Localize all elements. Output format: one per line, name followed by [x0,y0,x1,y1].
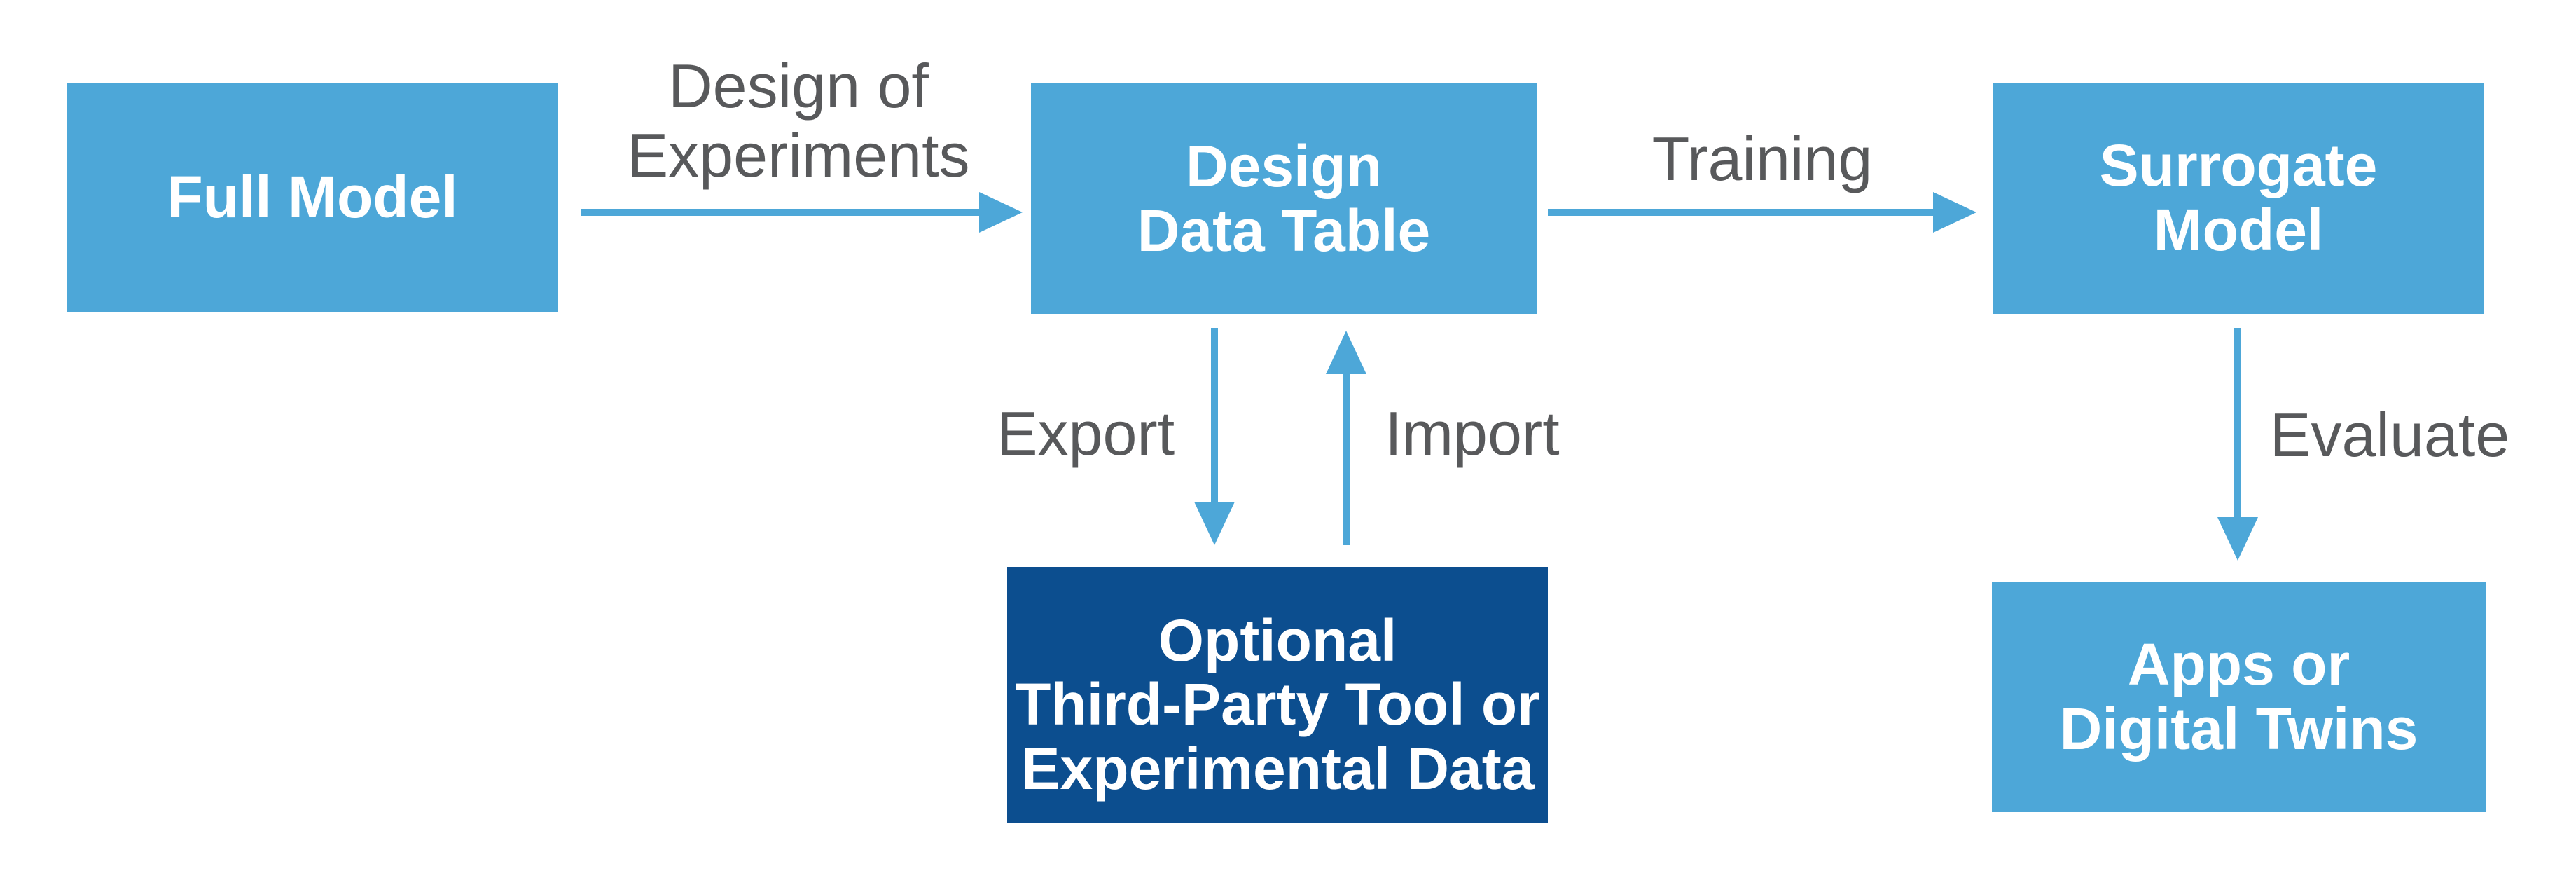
edge-label-training: Training [1651,124,1873,193]
node-apps-digital-twins-label: Apps or Digital Twins [2059,631,2418,762]
arrow-right-icon [1933,192,1976,233]
node-full-model-label: Full Model [167,163,458,230]
node-design-data-table-label: Design Data Table [1137,132,1431,263]
edge-label-export: Export [996,399,1175,468]
node-surrogate-model: Surrogate Model [1993,83,2484,314]
arrow-up-icon [1326,331,1366,374]
edge-label-design-of-experiments: Design of Experiments [627,51,970,190]
arrow-doe-line [581,209,981,216]
edge-label-import: Import [1385,399,1560,468]
arrow-down-icon [2217,517,2258,561]
node-design-data-table: Design Data Table [1031,83,1537,314]
node-full-model: Full Model [67,83,558,312]
arrow-training-line [1548,209,1934,216]
arrow-import-line [1343,373,1350,545]
arrow-export-line [1211,328,1218,503]
arrow-evaluate-line [2234,328,2241,519]
arrow-down-icon [1194,502,1235,545]
node-surrogate-model-label: Surrogate Model [2099,132,2378,263]
arrow-right-icon [979,192,1023,233]
node-apps-digital-twins: Apps or Digital Twins [1992,582,2486,812]
node-third-party-tool-label: Optional Third-Party Tool or Experimenta… [1015,607,1540,802]
edge-label-evaluate: Evaluate [2269,400,2510,469]
node-third-party-tool: Optional Third-Party Tool or Experimenta… [1007,567,1548,823]
